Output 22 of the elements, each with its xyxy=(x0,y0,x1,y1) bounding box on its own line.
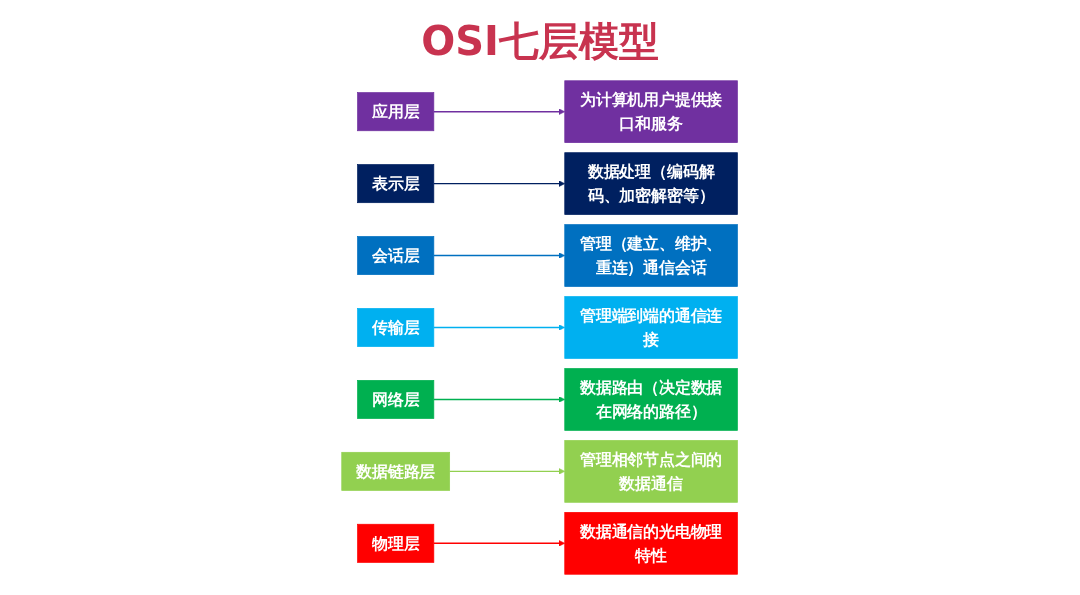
node-box: 管理端到端的通信连接 xyxy=(564,296,739,359)
arrow xyxy=(433,324,566,331)
arrow xyxy=(433,108,566,115)
node-box: 管理（建立、维护、重连）通信会话 xyxy=(564,224,739,287)
node-box: 管理相邻节点之间的数据通信 xyxy=(564,440,739,503)
arrow xyxy=(433,396,566,403)
node-box: 数据处理（编码解码、加密解密等） xyxy=(564,152,739,215)
title: OSI七层模型 xyxy=(420,17,660,66)
node-box: 数据通信的光电物理特性 xyxy=(564,512,739,575)
arrow xyxy=(449,468,566,475)
node-box: 数据路由（决定数据在网络的路径） xyxy=(564,368,739,431)
node-box: 应用层 xyxy=(357,92,435,132)
node-box: 会话层 xyxy=(357,236,435,275)
node-box: 表示层 xyxy=(357,164,435,204)
node-box: 网络层 xyxy=(357,380,435,419)
arrow xyxy=(433,180,566,187)
node-box: 物理层 xyxy=(357,523,435,563)
node-box: 传输层 xyxy=(357,308,435,347)
arrow xyxy=(433,540,566,547)
node-box: 为计算机用户提供接口和服务 xyxy=(564,80,739,143)
node-box: 数据链路层 xyxy=(341,451,451,491)
arrow xyxy=(433,252,566,259)
